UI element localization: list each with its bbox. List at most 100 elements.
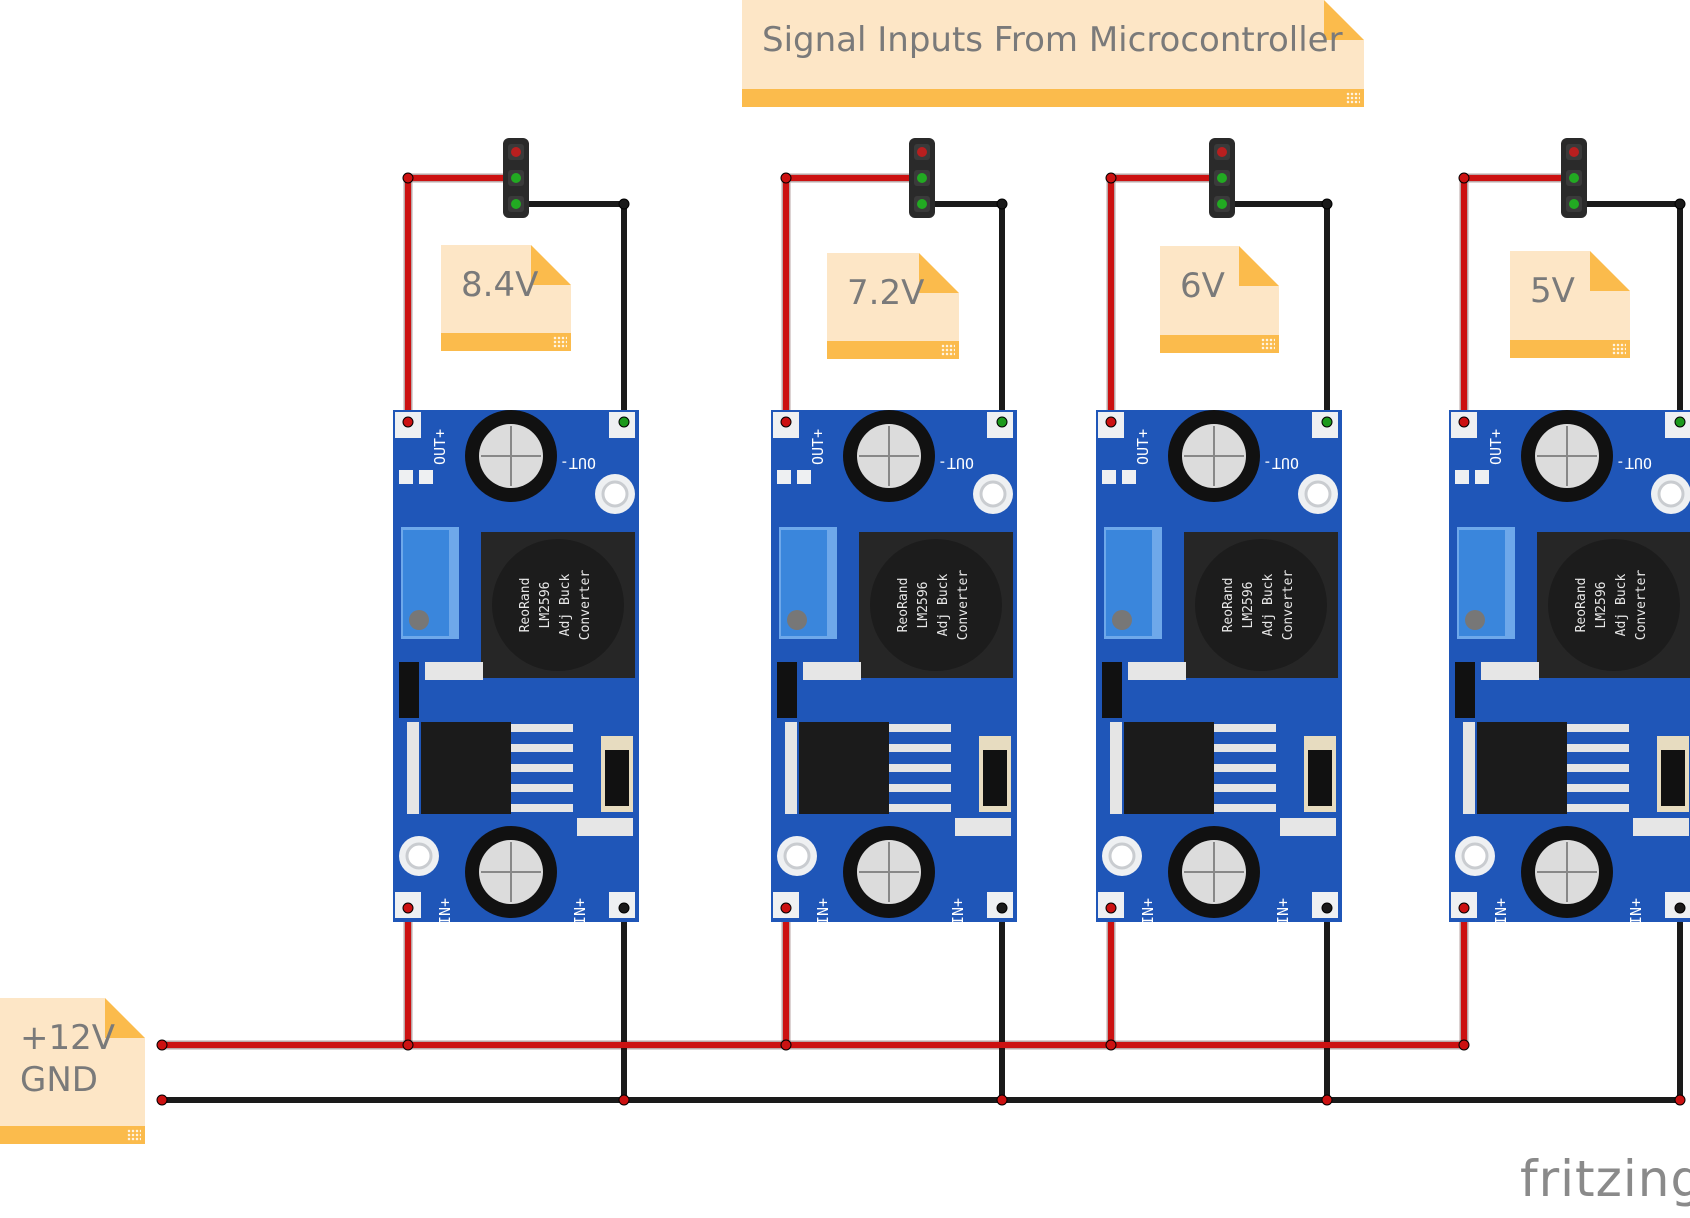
mount-hole-inner [405,842,433,870]
smd-capacitor [777,662,797,718]
regulator-pin [889,804,951,812]
smd-pad [797,470,811,484]
pin-label-out-minus: OUT- [938,454,974,472]
note-bar [742,89,1364,107]
resize-grip-icon[interactable] [1612,343,1626,355]
pin-label-out-plus: OUT+ [431,429,449,465]
supply-ground-label: GND [20,1060,98,1100]
signal-inputs-label: Signal Inputs From Microcontroller [762,20,1343,60]
header-pin [1569,199,1579,209]
smd-resistor [1633,818,1689,836]
wire-endpoint [1321,902,1333,914]
signal-header-1 [503,138,529,218]
bus-endpoint [156,1039,168,1051]
wire-bend [1321,198,1333,210]
inductor-label-line: Converter [956,570,971,641]
pin-label-out-plus: OUT+ [1134,429,1152,465]
mount-hole-inner [1108,842,1136,870]
header-pin [917,147,927,157]
note-bar [0,1126,145,1144]
wire-bend [996,198,1008,210]
voltage-label-3: 6V [1180,266,1225,306]
regulator-pin [511,724,573,732]
bus-junction [1321,1094,1333,1106]
regulator-pin [1214,744,1276,752]
smd-pad [1122,470,1136,484]
inductor-label-line: LM2596 [1594,582,1609,629]
note-fold-icon [1239,246,1279,286]
wire-endpoint [1674,416,1686,428]
regulator-pin [1567,744,1629,752]
wire-bend [402,172,414,184]
pin-label-in-minus: IN+ [1274,898,1292,925]
regulator-pin [1567,784,1629,792]
header-pin [1569,173,1579,183]
regulator-tab [407,722,419,814]
regulator-pin [511,764,573,772]
inductor-core [1195,539,1327,671]
resize-grip-icon[interactable] [1346,92,1360,104]
regulator-pin [511,744,573,752]
capacitor-bottom-mark [859,842,919,902]
resize-grip-icon[interactable] [127,1129,141,1141]
voltage-note-1: 8.4V [441,245,571,351]
smd-pad [1102,470,1116,484]
bus-junction [996,1094,1008,1106]
regulator-tab [1110,722,1122,814]
pin-label-out-plus: OUT+ [809,429,827,465]
inductor-label-line: ReoRand [1574,578,1589,633]
inductor-label-line: Converter [1281,570,1296,641]
wire-endpoint [1458,902,1470,914]
pin-label-in-plus: IN+ [436,898,454,925]
inductor-label-line: ReoRand [1221,578,1236,633]
regulator-pin [889,784,951,792]
inductor-label-line: LM2596 [1241,582,1256,629]
smd-pad [1455,470,1469,484]
smd-pad [419,470,433,484]
inductor-label-line: LM2596 [538,582,553,629]
wire-endpoint [1674,902,1686,914]
wire-endpoint [402,416,414,428]
smd-resistor [1128,662,1186,680]
capacitor-bottom-mark [1537,842,1597,902]
bus-junction [618,1094,630,1106]
bus-junction [1458,1039,1470,1051]
diode-body [983,750,1007,806]
header-pin [1217,147,1227,157]
mount-hole-inner [1657,480,1685,508]
regulator-pin [1567,804,1629,812]
smd-capacitor [1102,662,1122,718]
mount-hole-inner [601,480,629,508]
header-pin [917,199,927,209]
supply-note: +12V GND [0,998,145,1144]
voltage-note-3: 6V [1160,246,1279,353]
header-pin [1217,199,1227,209]
regulator-tab [785,722,797,814]
resize-grip-icon[interactable] [1261,338,1275,350]
smd-resistor [1280,818,1336,836]
resize-grip-icon[interactable] [553,336,567,348]
smd-resistor [803,662,861,680]
wire-endpoint [1458,416,1470,428]
capacitor-top-mark [859,426,919,486]
resize-grip-icon[interactable] [941,344,955,356]
wire-endpoint [1105,416,1117,428]
capacitor-top-mark [1537,426,1597,486]
header-pin [511,173,521,183]
smd-pad [777,470,791,484]
wire-endpoint [780,902,792,914]
pin-label-in-minus: IN+ [1627,898,1645,925]
voltage-note-2: 7.2V [827,253,959,359]
inductor-label-line: Converter [1634,570,1649,641]
pin-label-in-plus: IN+ [1139,898,1157,925]
signal-header-3 [1209,138,1235,218]
inductor-label-line: ReoRand [896,578,911,633]
wire-endpoint [996,902,1008,914]
header-pin [1217,173,1227,183]
voltage-label-1: 8.4V [461,265,539,305]
pin-label-in-plus: IN+ [1492,898,1510,925]
note-bar [827,341,959,359]
